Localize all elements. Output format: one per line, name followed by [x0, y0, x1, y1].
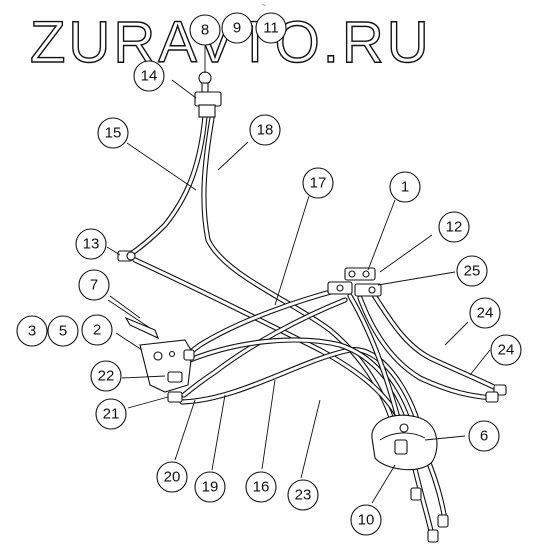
callout-1: 1 — [389, 171, 421, 203]
svg-text:3: 3 — [28, 323, 36, 340]
svg-text:18: 18 — [257, 122, 274, 139]
svg-text:8: 8 — [201, 22, 209, 39]
cylinder-6-part — [371, 414, 449, 543]
svg-text:23: 23 — [295, 487, 312, 504]
valve-14-part — [194, 71, 222, 118]
callout-14: 14 — [133, 60, 165, 92]
svg-text:5: 5 — [59, 323, 67, 340]
svg-text:20: 20 — [164, 469, 181, 486]
svg-text:24: 24 — [477, 305, 494, 322]
callout-13: 13 — [75, 228, 107, 260]
callout-15: 15 — [97, 117, 129, 149]
callout-18: 18 — [249, 114, 281, 146]
callout-19: 19 — [194, 471, 226, 503]
callout-8: 8 — [189, 14, 221, 46]
callout-22: 22 — [90, 360, 122, 392]
svg-text:19: 19 — [202, 479, 219, 496]
callout-23: 23 — [287, 479, 319, 511]
hose-24-ends — [485, 384, 507, 403]
callout-21: 21 — [95, 398, 127, 430]
svg-text:17: 17 — [310, 175, 327, 192]
svg-text:21: 21 — [103, 406, 120, 423]
svg-text:14: 14 — [141, 68, 158, 85]
callout-6: 6 — [468, 420, 500, 452]
callout-10: 10 — [350, 504, 382, 536]
svg-text:13: 13 — [83, 236, 100, 253]
svg-text:22: 22 — [98, 368, 115, 385]
hand-valve-2-part — [107, 299, 195, 403]
svg-text:6: 6 — [480, 428, 488, 445]
callouts: 8 9 11 14 15 18 17 1 12 13 25 7 24 3 5 2… — [16, 12, 522, 536]
svg-text:25: 25 — [464, 263, 481, 280]
svg-text:16: 16 — [253, 479, 270, 496]
svg-text:9: 9 — [233, 20, 241, 37]
callout-24-upper: 24 — [469, 297, 501, 329]
callout-25: 25 — [456, 255, 488, 287]
callout-11: 11 — [255, 12, 287, 44]
svg-text:7: 7 — [90, 277, 98, 294]
svg-text:24: 24 — [498, 342, 515, 359]
callout-12: 12 — [438, 211, 470, 243]
callout-17: 17 — [302, 167, 334, 199]
leader-lines — [106, 44, 491, 504]
svg-text:10: 10 — [358, 512, 375, 529]
svg-text:1: 1 — [401, 179, 409, 196]
svg-text:15: 15 — [105, 125, 122, 142]
callout-7: 7 — [78, 269, 110, 301]
svg-text:12: 12 — [446, 219, 463, 236]
callout-16: 16 — [245, 471, 277, 503]
callout-5: 5 — [47, 315, 79, 347]
callout-2: 2 — [81, 314, 113, 346]
svg-text:11: 11 — [263, 20, 279, 37]
fitting-13-part — [117, 250, 136, 262]
block-12-part — [327, 267, 382, 297]
callout-24-lower: 24 — [490, 334, 522, 366]
callout-3: 3 — [16, 315, 48, 347]
top-mark: ~ — [262, 3, 266, 9]
callout-9: 9 — [221, 12, 253, 44]
svg-text:2: 2 — [93, 322, 101, 339]
callout-20: 20 — [156, 461, 188, 493]
